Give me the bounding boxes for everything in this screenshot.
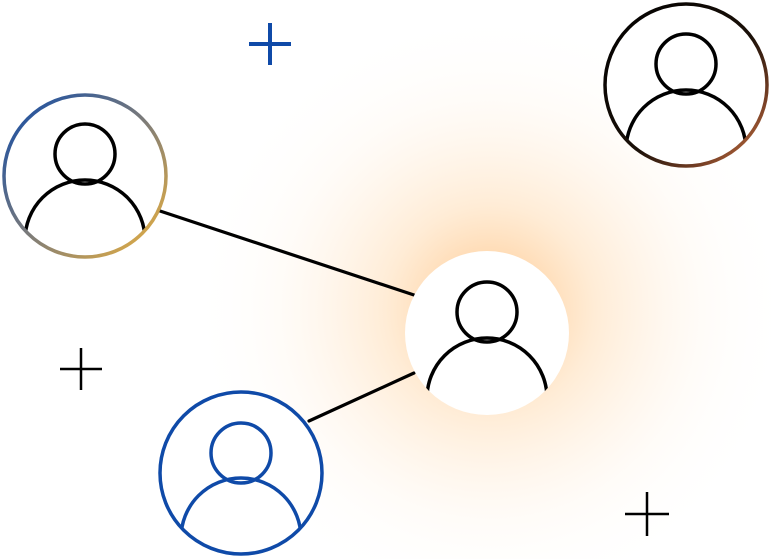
user-node-left (2, 93, 168, 259)
connections (158, 209, 416, 423)
user-node-center (405, 251, 569, 415)
plus-icon (249, 23, 291, 65)
user-node-top-right (603, 2, 769, 168)
user-icon (179, 421, 303, 539)
user-icon (624, 32, 748, 151)
plus-icon (625, 492, 669, 536)
connection-line (307, 371, 416, 423)
user-icon (425, 280, 549, 399)
user-icon (23, 122, 147, 241)
plus-icon (60, 348, 102, 390)
connection-line (158, 209, 416, 297)
user-node-bottom (158, 390, 324, 556)
